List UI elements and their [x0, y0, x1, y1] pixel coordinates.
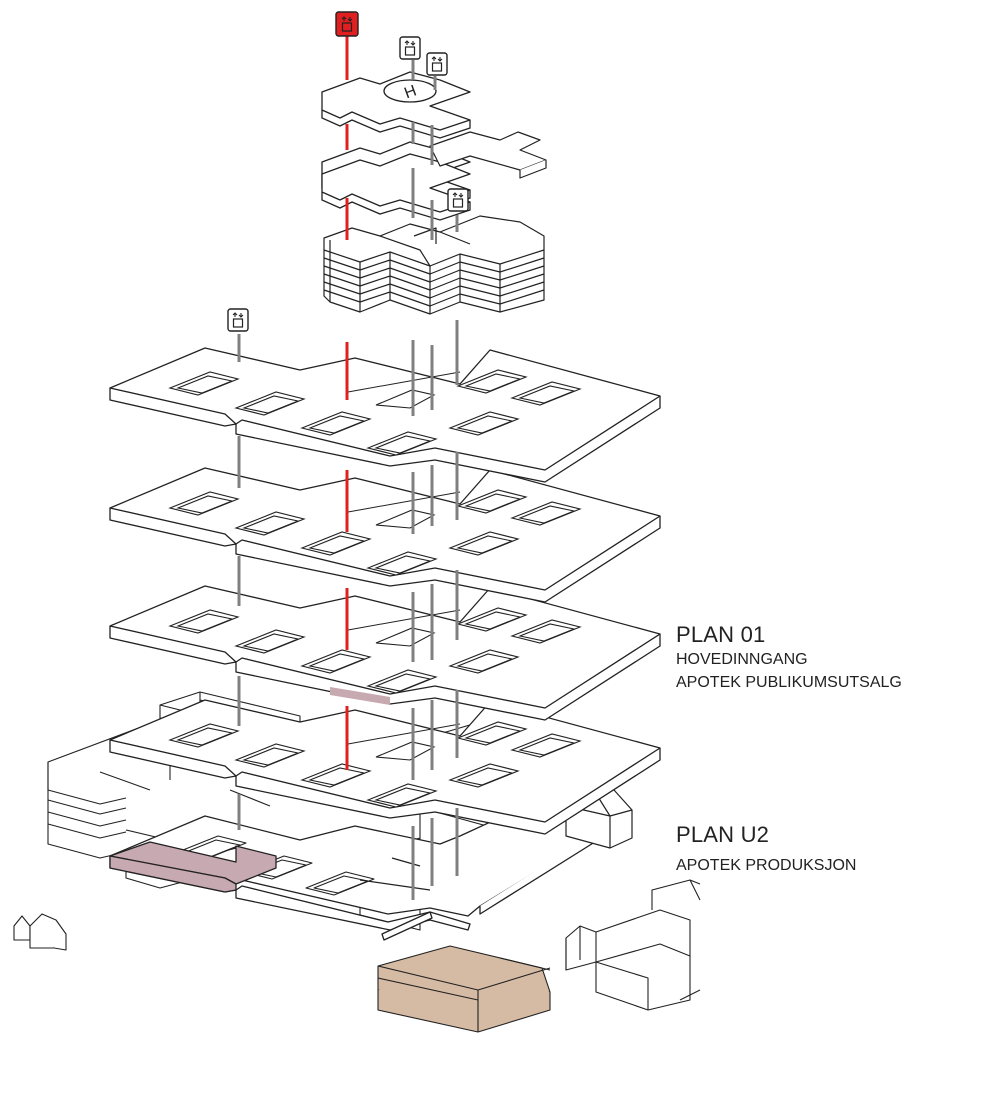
floor-plate-plan01 — [109, 585, 661, 721]
elevator-icon — [227, 308, 249, 332]
elevator-icon — [335, 11, 359, 37]
helipad-letter: H — [402, 82, 419, 102]
plan01-label: PLAN 01 HOVEDINNGANG APOTEK PUBLIKUMSUTS… — [676, 622, 902, 692]
elevator-icon — [447, 188, 469, 212]
planu2-title: PLAN U2 — [676, 822, 770, 847]
gray-shafts — [237, 60, 459, 900]
plan01-line-1: HOVEDINNGANG — [676, 651, 808, 668]
plan01-title: PLAN 01 — [676, 622, 766, 647]
planu2-label: PLAN U2 APOTEK PRODUKSJON — [676, 822, 856, 875]
floor-plate-2 — [109, 467, 661, 603]
floor-u2 — [109, 789, 615, 941]
tower-slab-top-extension — [429, 131, 547, 179]
elevator-icon — [399, 36, 421, 60]
elevator-icon — [426, 52, 448, 76]
plan01-line-2: APOTEK PUBLIKUMSUTSALG — [676, 674, 902, 691]
planu2-line-1: APOTEK PRODUKSJON — [676, 857, 857, 874]
floor-plate-1 — [109, 347, 661, 483]
helipad: H — [383, 79, 437, 103]
tower-stack — [323, 215, 545, 315]
